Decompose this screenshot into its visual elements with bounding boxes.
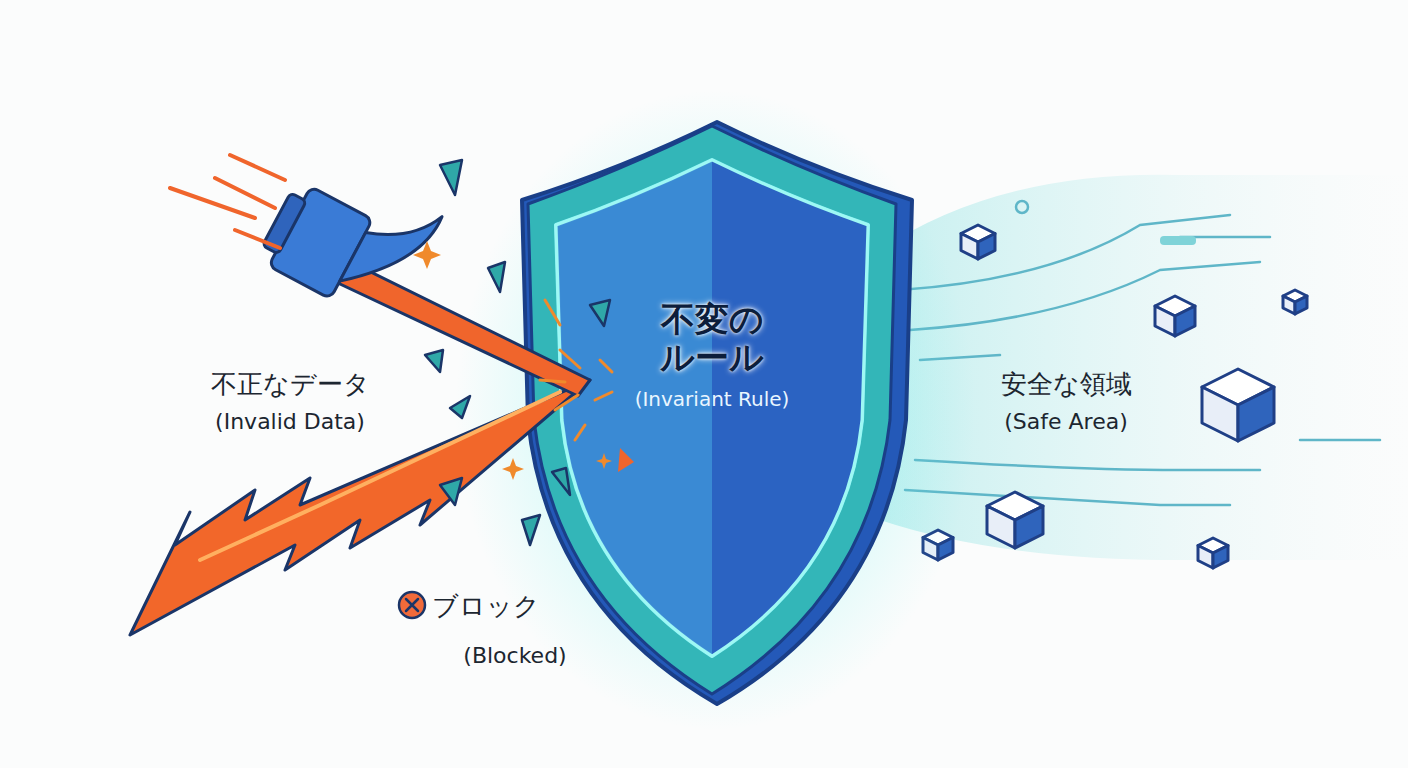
shield-node: 不変の ルール (Invariant Rule) [592,300,832,414]
bolt-highlight [200,392,560,560]
blocked-sub: (Blocked) [463,643,566,668]
spark-stars [413,241,612,480]
flow-dot [1016,201,1028,213]
motion-streaks [170,155,285,248]
cube-face [987,506,1015,548]
flow-dash [1160,236,1196,245]
cube-face [1213,546,1228,569]
shield [522,122,912,704]
cube-face [1175,306,1195,336]
speed-lines [900,215,1380,505]
cube-face [1198,546,1213,569]
shield-subtitle: (Invariant Rule) [632,384,792,414]
cube-face [1238,387,1274,441]
invalid-data-sub: (Invalid Data) [215,409,365,434]
cube-face [1202,387,1238,441]
blocked-icon [399,592,425,618]
blocked-label: ブロック [432,589,540,624]
cube-face [961,234,978,260]
cube-face [978,234,995,260]
cube-face [1283,296,1295,314]
impact-sparks [540,300,612,440]
invalid-data-label: 不正なデータ [211,367,370,402]
shard-orange [618,448,634,472]
hammer-head [255,149,442,328]
safe-area-sub: (Safe Area) [1004,409,1128,434]
cube-face [1155,306,1175,336]
cube-face [1295,296,1307,314]
shards [425,160,610,545]
cube-face [1015,506,1043,548]
shield-title: 不変の ルール [610,300,814,376]
lightning-bolt [130,380,590,635]
data-cubes [923,225,1307,568]
safe-area-label: 安全な領域 [1001,367,1132,402]
